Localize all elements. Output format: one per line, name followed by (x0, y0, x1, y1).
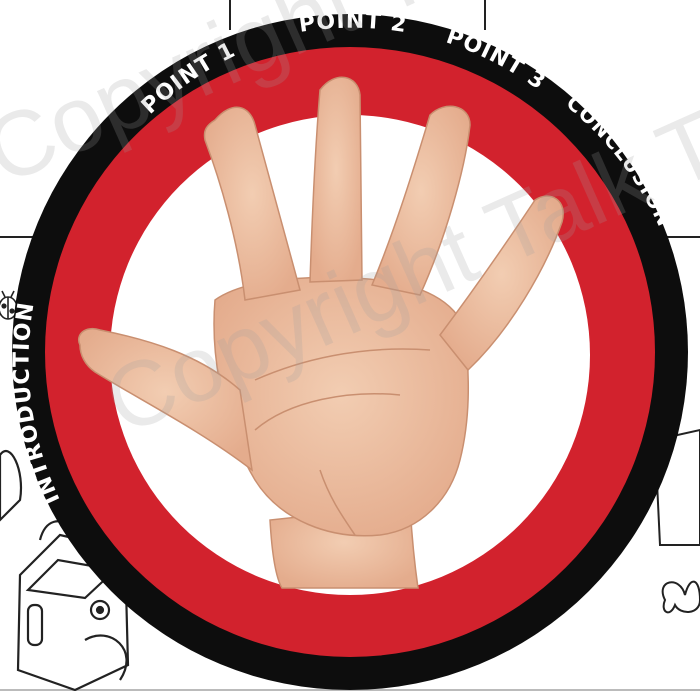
ring-label-point-2: POINT 2 (297, 9, 408, 38)
